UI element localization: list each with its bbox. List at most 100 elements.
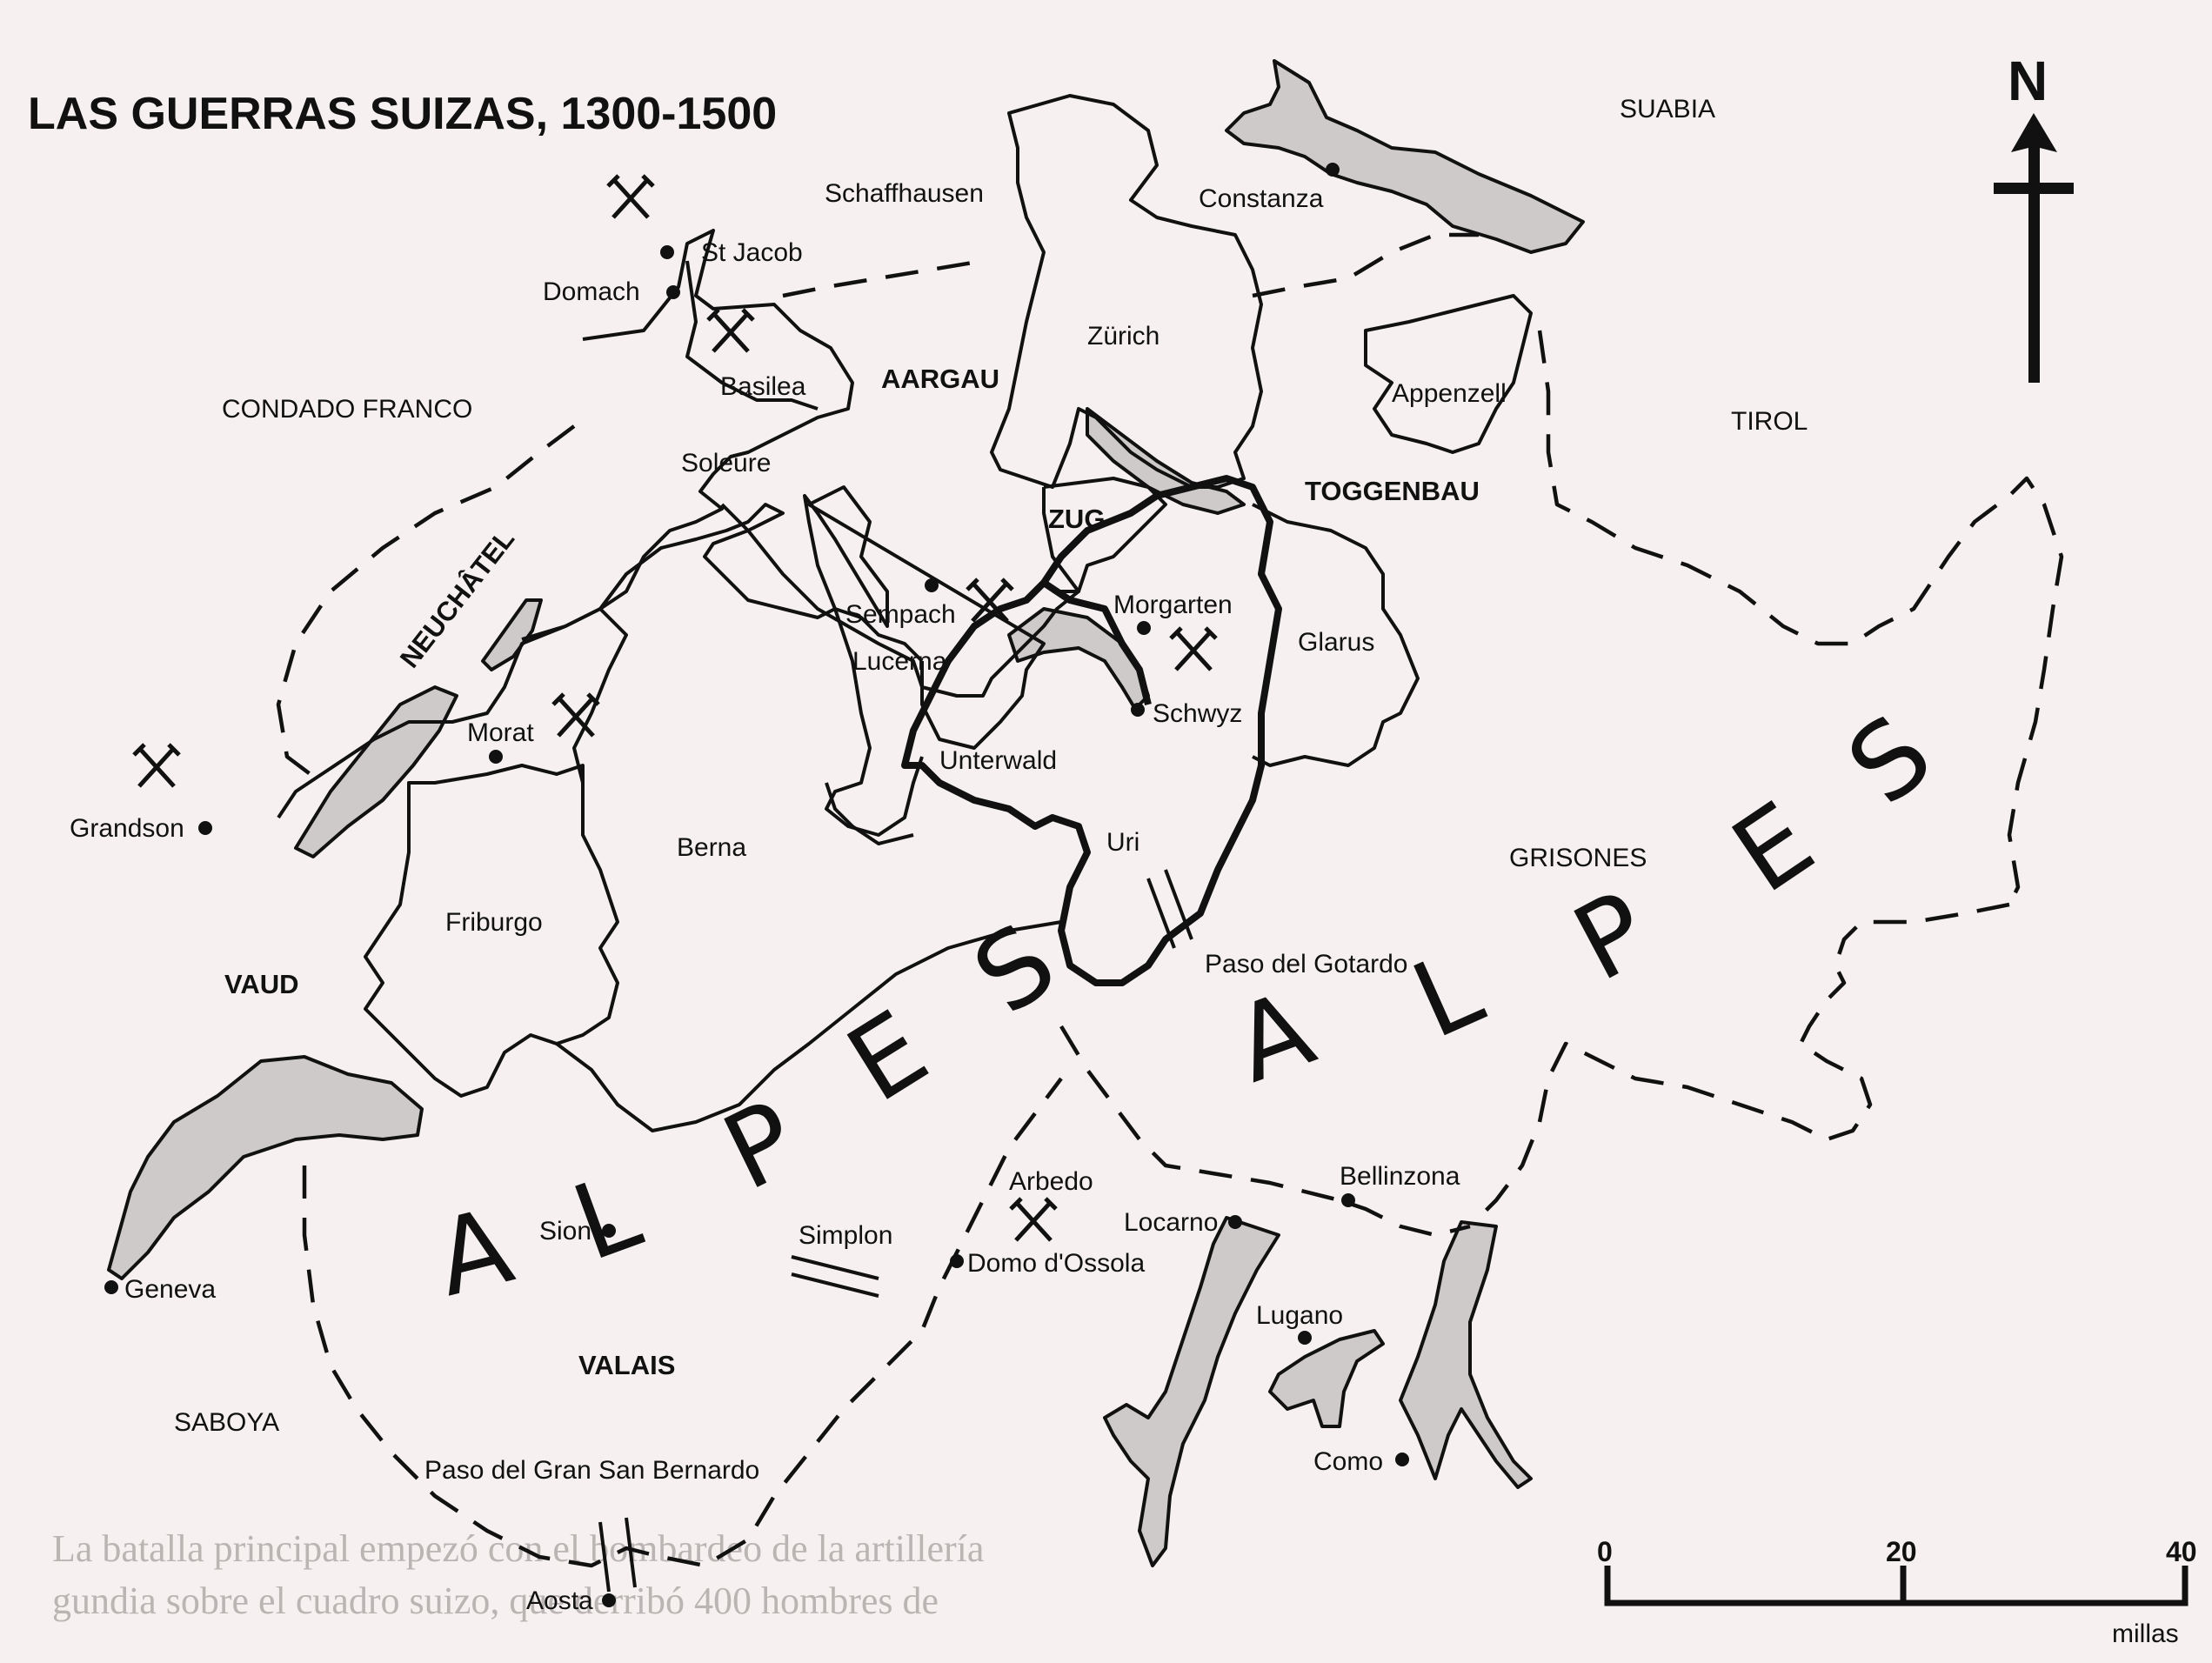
alps-east-letter-3: P [1555, 869, 1667, 1005]
town-dot-schwyz [1131, 703, 1145, 717]
map-title: LAS GUERRAS SUIZAS, 1300-1500 [28, 89, 777, 139]
alps-east-letter-4: E [1712, 779, 1834, 917]
frontier-jura [276, 424, 576, 785]
region-label-toggenbau: TOGGENBAU [1305, 476, 1480, 506]
place-label-schaffhausen: Schaffhausen [825, 179, 984, 208]
place-label-bellinzona: Bellinzona [1340, 1162, 1460, 1191]
lake-lugano [1268, 1329, 1385, 1428]
alps-east-letter-5: S [1826, 693, 1955, 828]
lake-constance [1225, 59, 1585, 254]
glarus-border [1252, 503, 1420, 767]
town-dot-domo-dossola [950, 1254, 964, 1268]
zug-border [1043, 477, 1167, 593]
alps-west-letter-1: A [424, 1185, 523, 1320]
place-label-constanza: Constanza [1199, 184, 1324, 213]
place-label-unterwald: Unterwald [939, 746, 1057, 775]
aargau-lucerne-border [720, 487, 1080, 698]
place-label-simplon: Simplon [799, 1221, 892, 1250]
place-label-morgarten: Morgarten [1113, 591, 1233, 619]
place-label-sion: Sion [539, 1217, 591, 1246]
town-dot-como [1395, 1453, 1409, 1466]
north-arrow-icon [2011, 113, 2057, 383]
town-dot-st-jacob [660, 245, 674, 259]
place-label-lugano: Lugano [1256, 1301, 1343, 1330]
town-dot-morat [489, 750, 503, 764]
bleed-through-line-2: gundia sobre el cuadro suizo, que derrib… [52, 1580, 939, 1622]
town-dots [104, 163, 1409, 1607]
lake-maggiore [1103, 1216, 1280, 1567]
place-label-glarus: Glarus [1298, 628, 1374, 657]
region-label-grisones: GRISONES [1509, 844, 1647, 872]
scale-bar-line [1604, 1566, 2189, 1606]
simplon-pass-mark [791, 1255, 879, 1298]
place-label-locarno: Locarno [1124, 1208, 1218, 1237]
lake-neuchatel [294, 685, 458, 858]
place-label-sempach: Sempach [845, 600, 956, 629]
place-label-grandson: Grandson [70, 814, 184, 843]
region-label-tirol: TIROL [1731, 407, 1808, 436]
appenzell-border [1364, 294, 1533, 454]
north-letter: N [2008, 50, 2048, 112]
place-label-paso-gran-san-bernardo: Paso del Gran San Bernardo [424, 1456, 759, 1485]
town-dot-constanza [1326, 163, 1340, 177]
alps-west-letter-3: P [706, 1078, 816, 1214]
gotthard-pass-mark [1146, 869, 1193, 949]
region-label-saboya: SABOYA [174, 1408, 279, 1437]
town-dot-locarno [1228, 1215, 1242, 1229]
place-label-friburgo: Friburgo [445, 908, 543, 937]
town-dot-bellinzona [1341, 1193, 1355, 1207]
lucerne-border [803, 485, 1046, 837]
place-label-arbedo: Arbedo [1009, 1167, 1093, 1196]
place-label-paso-gotardo: Paso del Gotardo [1205, 950, 1407, 978]
town-dot-morgarten [1137, 621, 1151, 635]
lake-lucerne [1007, 607, 1150, 711]
region-label-suabia: SUABIA [1620, 95, 1715, 124]
town-dot-sempach [925, 578, 939, 592]
north-arrow-crossbar [1994, 183, 2074, 194]
lake-biel [481, 598, 543, 671]
scale-tick-0: 0 [1597, 1536, 1613, 1567]
battle-icon [606, 174, 655, 219]
frontier-grisons-south [1477, 902, 2010, 1219]
place-label-soleure: Soleure [681, 449, 771, 478]
town-dot-aosta [602, 1593, 616, 1607]
alps-east-letter-2: L [1396, 928, 1499, 1062]
place-label-domach: Domach [543, 277, 640, 306]
frontier-ticino [1059, 1025, 1471, 1238]
battle-icon [132, 743, 181, 788]
battle-icon [966, 578, 1014, 623]
place-label-geneva: Geneva [124, 1275, 216, 1304]
town-dot-grandson [198, 821, 212, 835]
great-st-bernard-pass-mark [598, 1517, 637, 1593]
town-dot-geneva [104, 1280, 118, 1294]
place-label-basilea: Basilea [720, 372, 806, 401]
place-label-aosta: Aosta [526, 1586, 593, 1615]
place-label-schwyz: Schwyz [1153, 699, 1242, 728]
region-label-vaud: VAUD [224, 969, 299, 999]
bern-south-border [555, 920, 1062, 1132]
alps-west-letter-4: E [828, 989, 948, 1126]
basel-solothurn-border [277, 229, 854, 819]
alps-lettering-east: A L P E S [1220, 693, 1955, 1106]
place-label-domo-dossola: Domo d'Ossola [967, 1249, 1145, 1278]
place-label-lucerna: Lucerna [852, 647, 947, 676]
place-label-st-jacob: St Jacob [701, 238, 803, 267]
bleed-through-text: La batalla principal empezó con el bomba… [52, 1527, 984, 1622]
lake-como [1399, 1220, 1533, 1489]
region-label-valais: VALAIS [578, 1350, 675, 1380]
region-label-aargau: AARGAU [881, 364, 999, 394]
place-labels: Schaffhausen Constanza St Jacob Domach Z… [70, 179, 1507, 1615]
lake-zurich [1086, 407, 1246, 515]
battle-icon [706, 308, 755, 353]
battle-icon [1009, 1197, 1058, 1242]
frontier-lines [276, 232, 2064, 1568]
battle-icon [551, 692, 600, 738]
battle-icon [1169, 626, 1218, 671]
place-label-zurich: Zürich [1087, 322, 1159, 351]
lakes [107, 59, 1585, 1567]
frontier-north [782, 232, 1479, 298]
basel-inner-border [685, 260, 819, 411]
place-label-morat: Morat [467, 718, 534, 747]
